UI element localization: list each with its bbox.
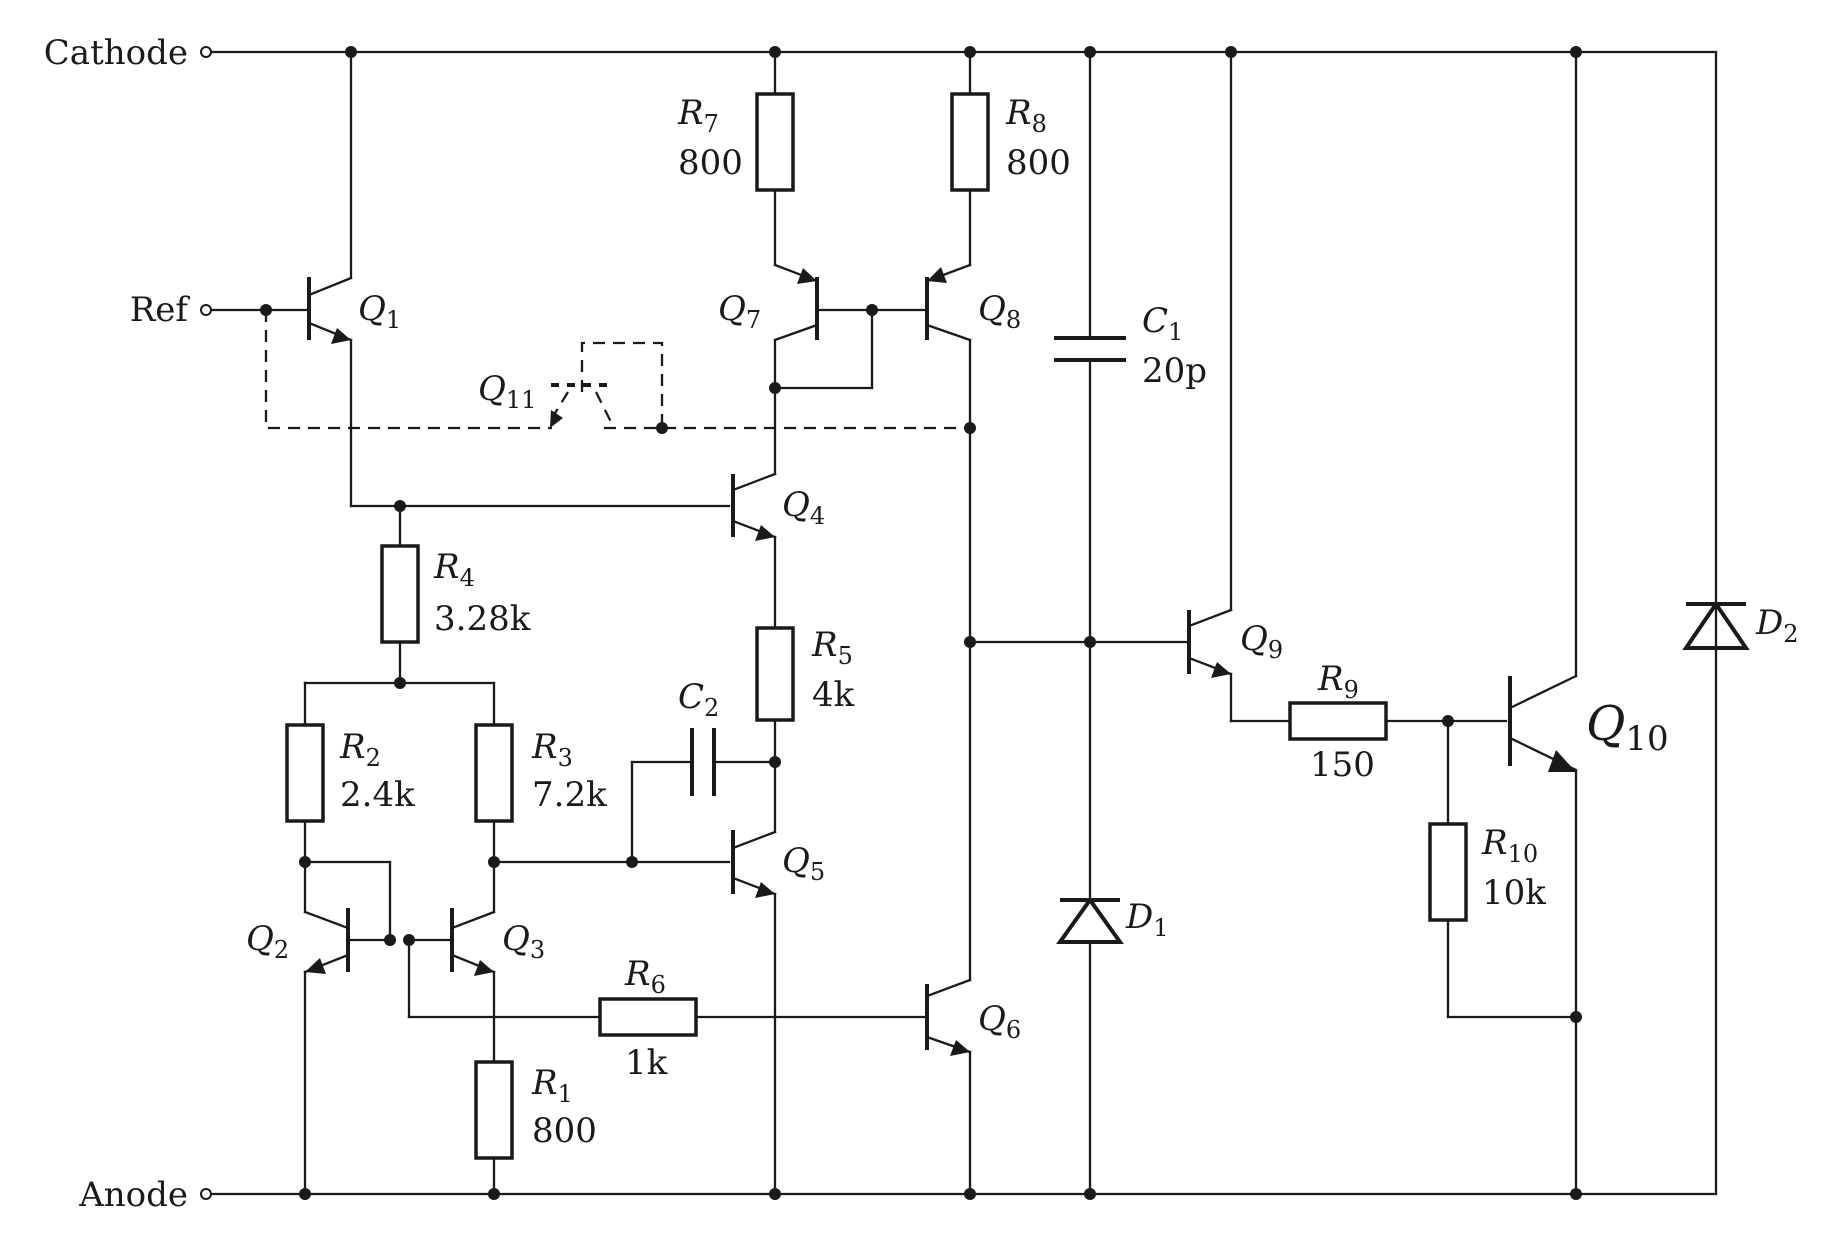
r5-label: R5 [811, 625, 853, 670]
r2-value: 2.4k [340, 775, 415, 815]
r6-value: 1k [625, 1043, 668, 1083]
q5-label: Q5 [782, 841, 825, 886]
anode-label: Anode [78, 1175, 188, 1215]
q1-label: Q1 [358, 289, 401, 334]
ref-label: Ref [130, 290, 191, 330]
resistor-r3: R3 7.2k [474, 681, 607, 864]
transistor-q6: Q6 [925, 978, 1021, 1196]
q7-label: Q7 [718, 289, 761, 334]
r1-value: 800 [532, 1111, 597, 1151]
resistor-r1: R1 800 [474, 1060, 597, 1196]
r8-label: R8 [1005, 93, 1047, 138]
r7-value: 800 [678, 143, 743, 183]
q2-label: Q2 [246, 919, 289, 964]
r10-value: 10k [1482, 873, 1546, 913]
transistor-q11: Q11 [264, 310, 970, 430]
r7-label: R7 [677, 93, 719, 138]
r9-value: 150 [1310, 745, 1375, 785]
cathode-label: Cathode [44, 33, 188, 73]
transistor-q2: Q2 [246, 908, 392, 1196]
resistor-r8: R8 800 [950, 50, 1071, 267]
r3-value: 7.2k [532, 775, 607, 815]
d2-label: D2 [1755, 603, 1799, 648]
transistor-q9: Q9 [1187, 50, 1292, 723]
r9-label: R9 [1317, 659, 1359, 704]
q4-label: Q4 [782, 485, 825, 530]
q8-label: Q8 [978, 289, 1021, 334]
transistor-q4: Q4 [731, 472, 825, 630]
q9-label: Q9 [1240, 619, 1283, 664]
terminal-ref: Ref [130, 290, 212, 330]
d1-label: D1 [1125, 897, 1169, 942]
resistor-r6: R6 1k [598, 954, 929, 1083]
r6-label: R6 [624, 954, 666, 999]
r4-value: 3.28k [434, 599, 531, 639]
resistor-r7: R7 800 [677, 50, 795, 267]
junction-dots [260, 46, 1582, 1200]
transistor-q8: Q8 [925, 263, 1021, 982]
transistor-q7: Q7 [718, 263, 819, 476]
transistor-q3: Q3 [407, 860, 545, 1064]
diode-d1: D1 [1056, 896, 1169, 1196]
capacitor-c1: C1 20p [1054, 50, 1207, 902]
q6-label: Q6 [978, 999, 1021, 1044]
diode-d2: D2 [1682, 600, 1799, 650]
c1-label: C1 [1142, 301, 1183, 346]
resistor-r9: R9 150 [1288, 659, 1508, 785]
q10-label: Q10 [1586, 696, 1669, 759]
q3-label: Q3 [502, 919, 545, 964]
r2-label: R2 [339, 727, 381, 772]
transistor-q1: Q1 [210, 50, 401, 508]
r10-label: R10 [1481, 823, 1538, 868]
r3-label: R3 [531, 727, 573, 772]
r1-label: R1 [531, 1063, 573, 1108]
r8-value: 800 [1006, 143, 1071, 183]
terminal-anode: Anode [78, 1175, 212, 1215]
q11-label: Q11 [478, 369, 536, 414]
resistor-r4: R4 3.28k [380, 504, 531, 685]
r4-label: R4 [433, 547, 475, 592]
transistor-q5: Q5 [731, 830, 825, 1196]
r5-value: 4k [812, 675, 855, 715]
c1-value: 20p [1142, 351, 1207, 391]
resistor-r10: R10 10k [1428, 719, 1578, 1019]
resistor-r5: R5 4k [755, 625, 855, 834]
capacitor-c2: C2 [630, 677, 777, 864]
terminal-cathode: Cathode [44, 33, 212, 73]
transistor-q10: Q10 [1508, 50, 1669, 1196]
resistor-r2: R2 2.4k [285, 681, 415, 864]
c2-label: C2 [678, 677, 719, 722]
